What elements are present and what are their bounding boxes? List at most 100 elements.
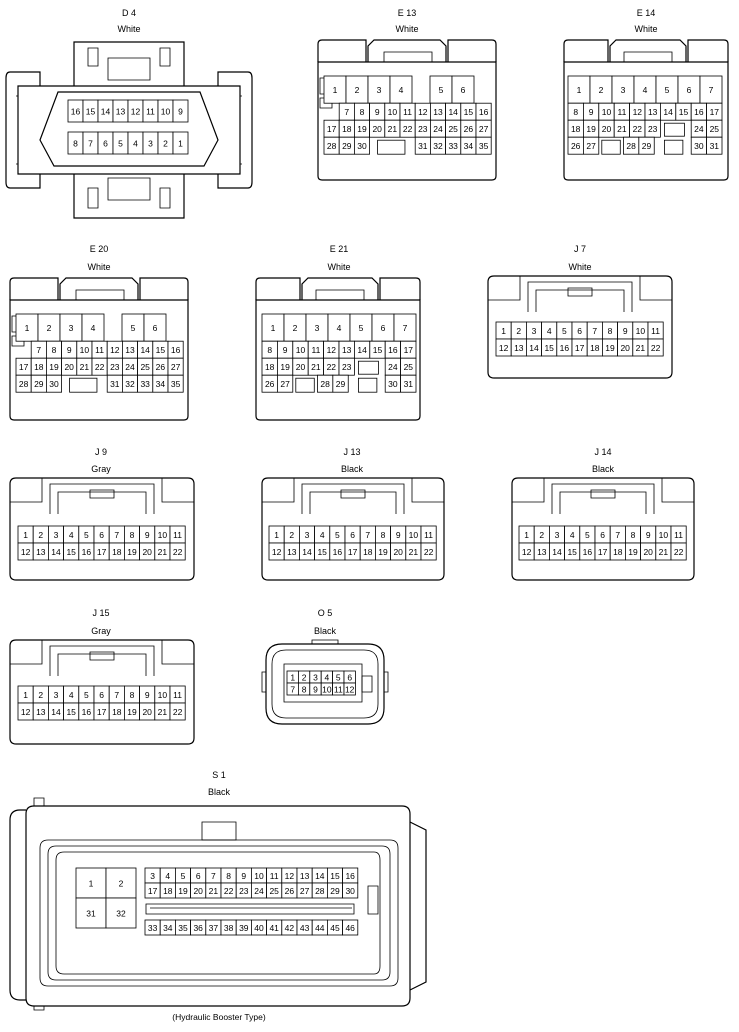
pin-j14-17: 17 xyxy=(594,542,611,561)
pin-e20-28: 28 xyxy=(15,374,32,393)
svg-text:7: 7 xyxy=(114,530,119,540)
svg-text:16: 16 xyxy=(388,345,398,355)
svg-text:5: 5 xyxy=(131,323,136,333)
svg-text:12: 12 xyxy=(131,107,141,117)
pin-e14-17: 17 xyxy=(706,102,723,121)
svg-text:15: 15 xyxy=(679,107,689,117)
svg-text:18: 18 xyxy=(163,886,173,896)
svg-text:14: 14 xyxy=(357,345,367,355)
svg-text:19: 19 xyxy=(127,707,137,717)
pin-s1-2: 2 xyxy=(105,867,137,899)
svg-text:12: 12 xyxy=(522,547,532,557)
svg-text:1: 1 xyxy=(524,530,529,540)
svg-text:38: 38 xyxy=(224,923,234,933)
pin-s1-44: 44 xyxy=(311,919,328,936)
pin-s1-39: 39 xyxy=(235,919,252,936)
pin-e13-33: 33 xyxy=(445,136,462,155)
svg-text:11: 11 xyxy=(617,107,626,117)
pin-s1-42: 42 xyxy=(281,919,298,936)
svg-text:17: 17 xyxy=(575,343,585,353)
pin-s1-29: 29 xyxy=(326,882,343,899)
pin-j7-18: 18 xyxy=(586,338,603,357)
pin-e21-25: 25 xyxy=(400,357,417,376)
pin-j15-5: 5 xyxy=(78,685,95,704)
pin-e13-30: 30 xyxy=(353,136,370,155)
svg-text:9: 9 xyxy=(145,530,150,540)
svg-text:9: 9 xyxy=(67,345,72,355)
pin-s1-18: 18 xyxy=(159,882,176,899)
pin-e14-4: 4 xyxy=(633,75,657,104)
pin-s1-21: 21 xyxy=(205,882,222,899)
pin-e21-30: 30 xyxy=(384,374,402,393)
svg-text:43: 43 xyxy=(300,923,310,933)
pin-j15-11: 11 xyxy=(169,685,186,704)
pin-slot-empty xyxy=(664,139,684,155)
svg-text:6: 6 xyxy=(153,323,158,333)
pin-e21-18: 18 xyxy=(261,357,278,376)
svg-text:14: 14 xyxy=(51,547,61,557)
pin-j15-19: 19 xyxy=(124,702,141,721)
svg-text:17: 17 xyxy=(97,547,107,557)
svg-text:4: 4 xyxy=(399,85,404,95)
pin-j13-4: 4 xyxy=(314,525,331,544)
svg-text:16: 16 xyxy=(694,107,704,117)
connector-e20-color: White xyxy=(87,262,110,272)
svg-text:40: 40 xyxy=(254,923,264,933)
connector-e20-name: E 20 xyxy=(90,244,109,254)
svg-text:20: 20 xyxy=(193,886,203,896)
connector-j13-color: Black xyxy=(341,464,364,474)
pin-s1-33: 33 xyxy=(144,919,161,936)
pin-j9-8: 8 xyxy=(124,525,141,544)
svg-text:34: 34 xyxy=(163,923,173,933)
pin-j13-2: 2 xyxy=(283,525,300,544)
svg-text:10: 10 xyxy=(254,871,264,881)
svg-text:13: 13 xyxy=(36,547,46,557)
svg-text:4: 4 xyxy=(69,530,74,540)
pin-j7-17: 17 xyxy=(571,338,588,357)
pin-e21-14: 14 xyxy=(353,340,371,359)
svg-text:18: 18 xyxy=(265,362,275,372)
pin-e20-32: 32 xyxy=(122,374,139,393)
pin-s1-35: 35 xyxy=(174,919,191,936)
svg-text:11: 11 xyxy=(424,530,433,540)
pin-e13-11: 11 xyxy=(399,102,416,121)
pin-j7-19: 19 xyxy=(602,338,619,357)
svg-text:20: 20 xyxy=(372,124,382,134)
svg-text:13: 13 xyxy=(116,107,126,117)
svg-text:37: 37 xyxy=(209,923,219,933)
svg-text:5: 5 xyxy=(181,871,186,881)
svg-text:16: 16 xyxy=(82,547,92,557)
pin-d4-14: 14 xyxy=(97,99,114,123)
svg-text:7: 7 xyxy=(36,345,41,355)
pin-j7-13: 13 xyxy=(510,338,527,357)
svg-text:46: 46 xyxy=(345,923,355,933)
svg-text:13: 13 xyxy=(342,345,352,355)
svg-text:2: 2 xyxy=(289,530,294,540)
pin-e14-8: 8 xyxy=(567,102,584,121)
pin-s1-34: 34 xyxy=(159,919,176,936)
svg-text:4: 4 xyxy=(69,690,74,700)
svg-text:5: 5 xyxy=(439,85,444,95)
connector-j15-color: Gray xyxy=(91,626,111,636)
svg-text:8: 8 xyxy=(573,107,578,117)
pin-e21-2: 2 xyxy=(283,313,307,342)
pin-s1-26: 26 xyxy=(281,882,298,899)
pin-s1-7: 7 xyxy=(205,867,222,884)
pin-j13-19: 19 xyxy=(374,542,391,561)
pin-s1-8: 8 xyxy=(220,867,237,884)
pin-j7-21: 21 xyxy=(632,338,649,357)
connector-e21-name: E 21 xyxy=(330,244,349,254)
pin-j7-5: 5 xyxy=(556,321,573,340)
svg-text:1: 1 xyxy=(333,85,338,95)
pin-e20-29: 29 xyxy=(30,374,47,393)
pin-j9-10: 10 xyxy=(154,525,171,544)
svg-text:17: 17 xyxy=(348,547,358,557)
pin-j15-6: 6 xyxy=(93,685,110,704)
svg-text:1: 1 xyxy=(271,323,276,333)
svg-text:1: 1 xyxy=(577,85,582,95)
pin-j7-12: 12 xyxy=(495,338,512,357)
pin-j9-2: 2 xyxy=(32,525,49,544)
pin-e20-1: 1 xyxy=(15,313,39,342)
svg-text:27: 27 xyxy=(300,886,310,896)
